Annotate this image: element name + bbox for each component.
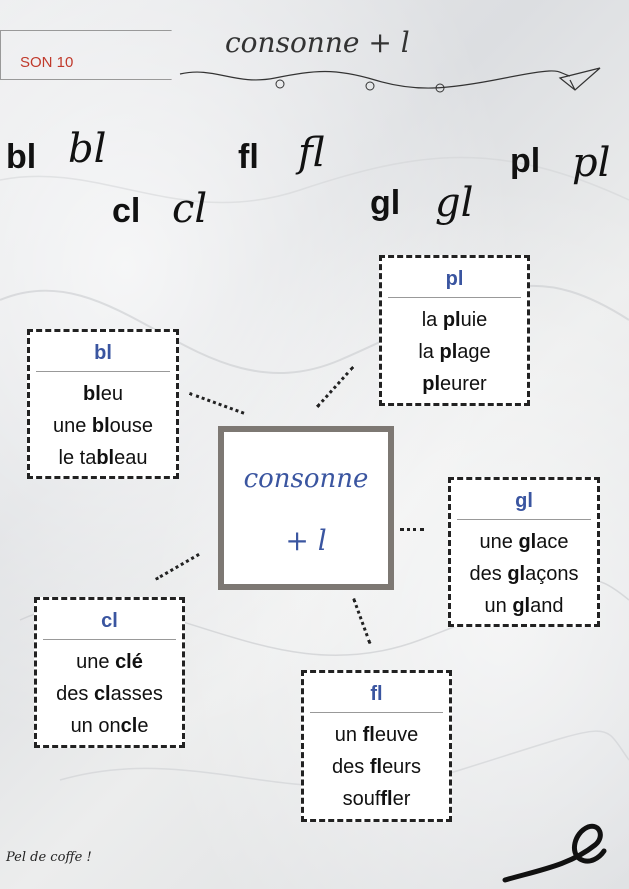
fl-print: fl [238,138,259,176]
word-des-fleurs: des fleurs [332,756,421,778]
connector-bl [188,392,245,415]
connector-cl [155,553,200,581]
word-pleurer: pleurer [422,373,487,395]
flourish-paper-plane-icon [179,67,601,93]
word-une-cle: une clé [76,651,143,673]
box-bl-header: bl [36,332,170,372]
box-cl: cl une clé des classes un oncle [34,597,185,748]
center-box: consonne + l [218,426,394,590]
word-souffler: souffler [342,788,411,810]
box-fl: fl un fleuve des fleurs souffler [301,670,452,822]
decorative-swirl-icon [502,823,607,883]
box-gl-header: gl [457,480,591,520]
word-la-plage: la plage [418,341,491,363]
gl-print: gl [370,184,401,222]
word-la-pluie: la pluie [421,309,488,331]
box-gl: gl une glace des glaçons un gland [448,477,600,627]
box-pl: pl la pluie la plage pleurer [379,255,530,406]
footer-credit: Pel de coffe ! [6,850,92,865]
pl-cursive: pl [572,140,611,186]
word-des-classes: des classes [56,683,163,705]
connector-pl [316,365,355,409]
gl-cursive: gl [435,180,474,226]
page-title: consonne + l [225,26,410,59]
cl-print: cl [112,192,141,230]
word-un-oncle: un oncle [70,715,149,737]
son-label: SON 10 [20,54,74,71]
bl-cursive: bl [68,126,107,172]
box-pl-header: pl [388,258,521,298]
fl-cursive: fl [298,130,325,176]
connector-fl [352,598,372,645]
word-un-gland: un gland [484,595,564,617]
word-le-tableau: le tableau [58,447,148,469]
word-un-fleuve: un fleuve [334,724,419,746]
pl-print: pl [510,142,541,180]
word-une-glace: une glace [479,531,569,553]
center-line2: + l [285,524,327,557]
word-bleu: bleu [82,383,124,405]
box-fl-header: fl [310,673,443,713]
word-une-blouse: une blouse [52,415,154,437]
box-bl: bl bleu une blouse le tableau [27,329,179,479]
bl-print: bl [6,138,37,176]
connector-gl [400,528,424,531]
center-line1: consonne [243,464,369,494]
box-cl-header: cl [43,600,176,640]
word-des-glacons: des glaçons [469,563,579,585]
cl-cursive: cl [172,186,208,232]
